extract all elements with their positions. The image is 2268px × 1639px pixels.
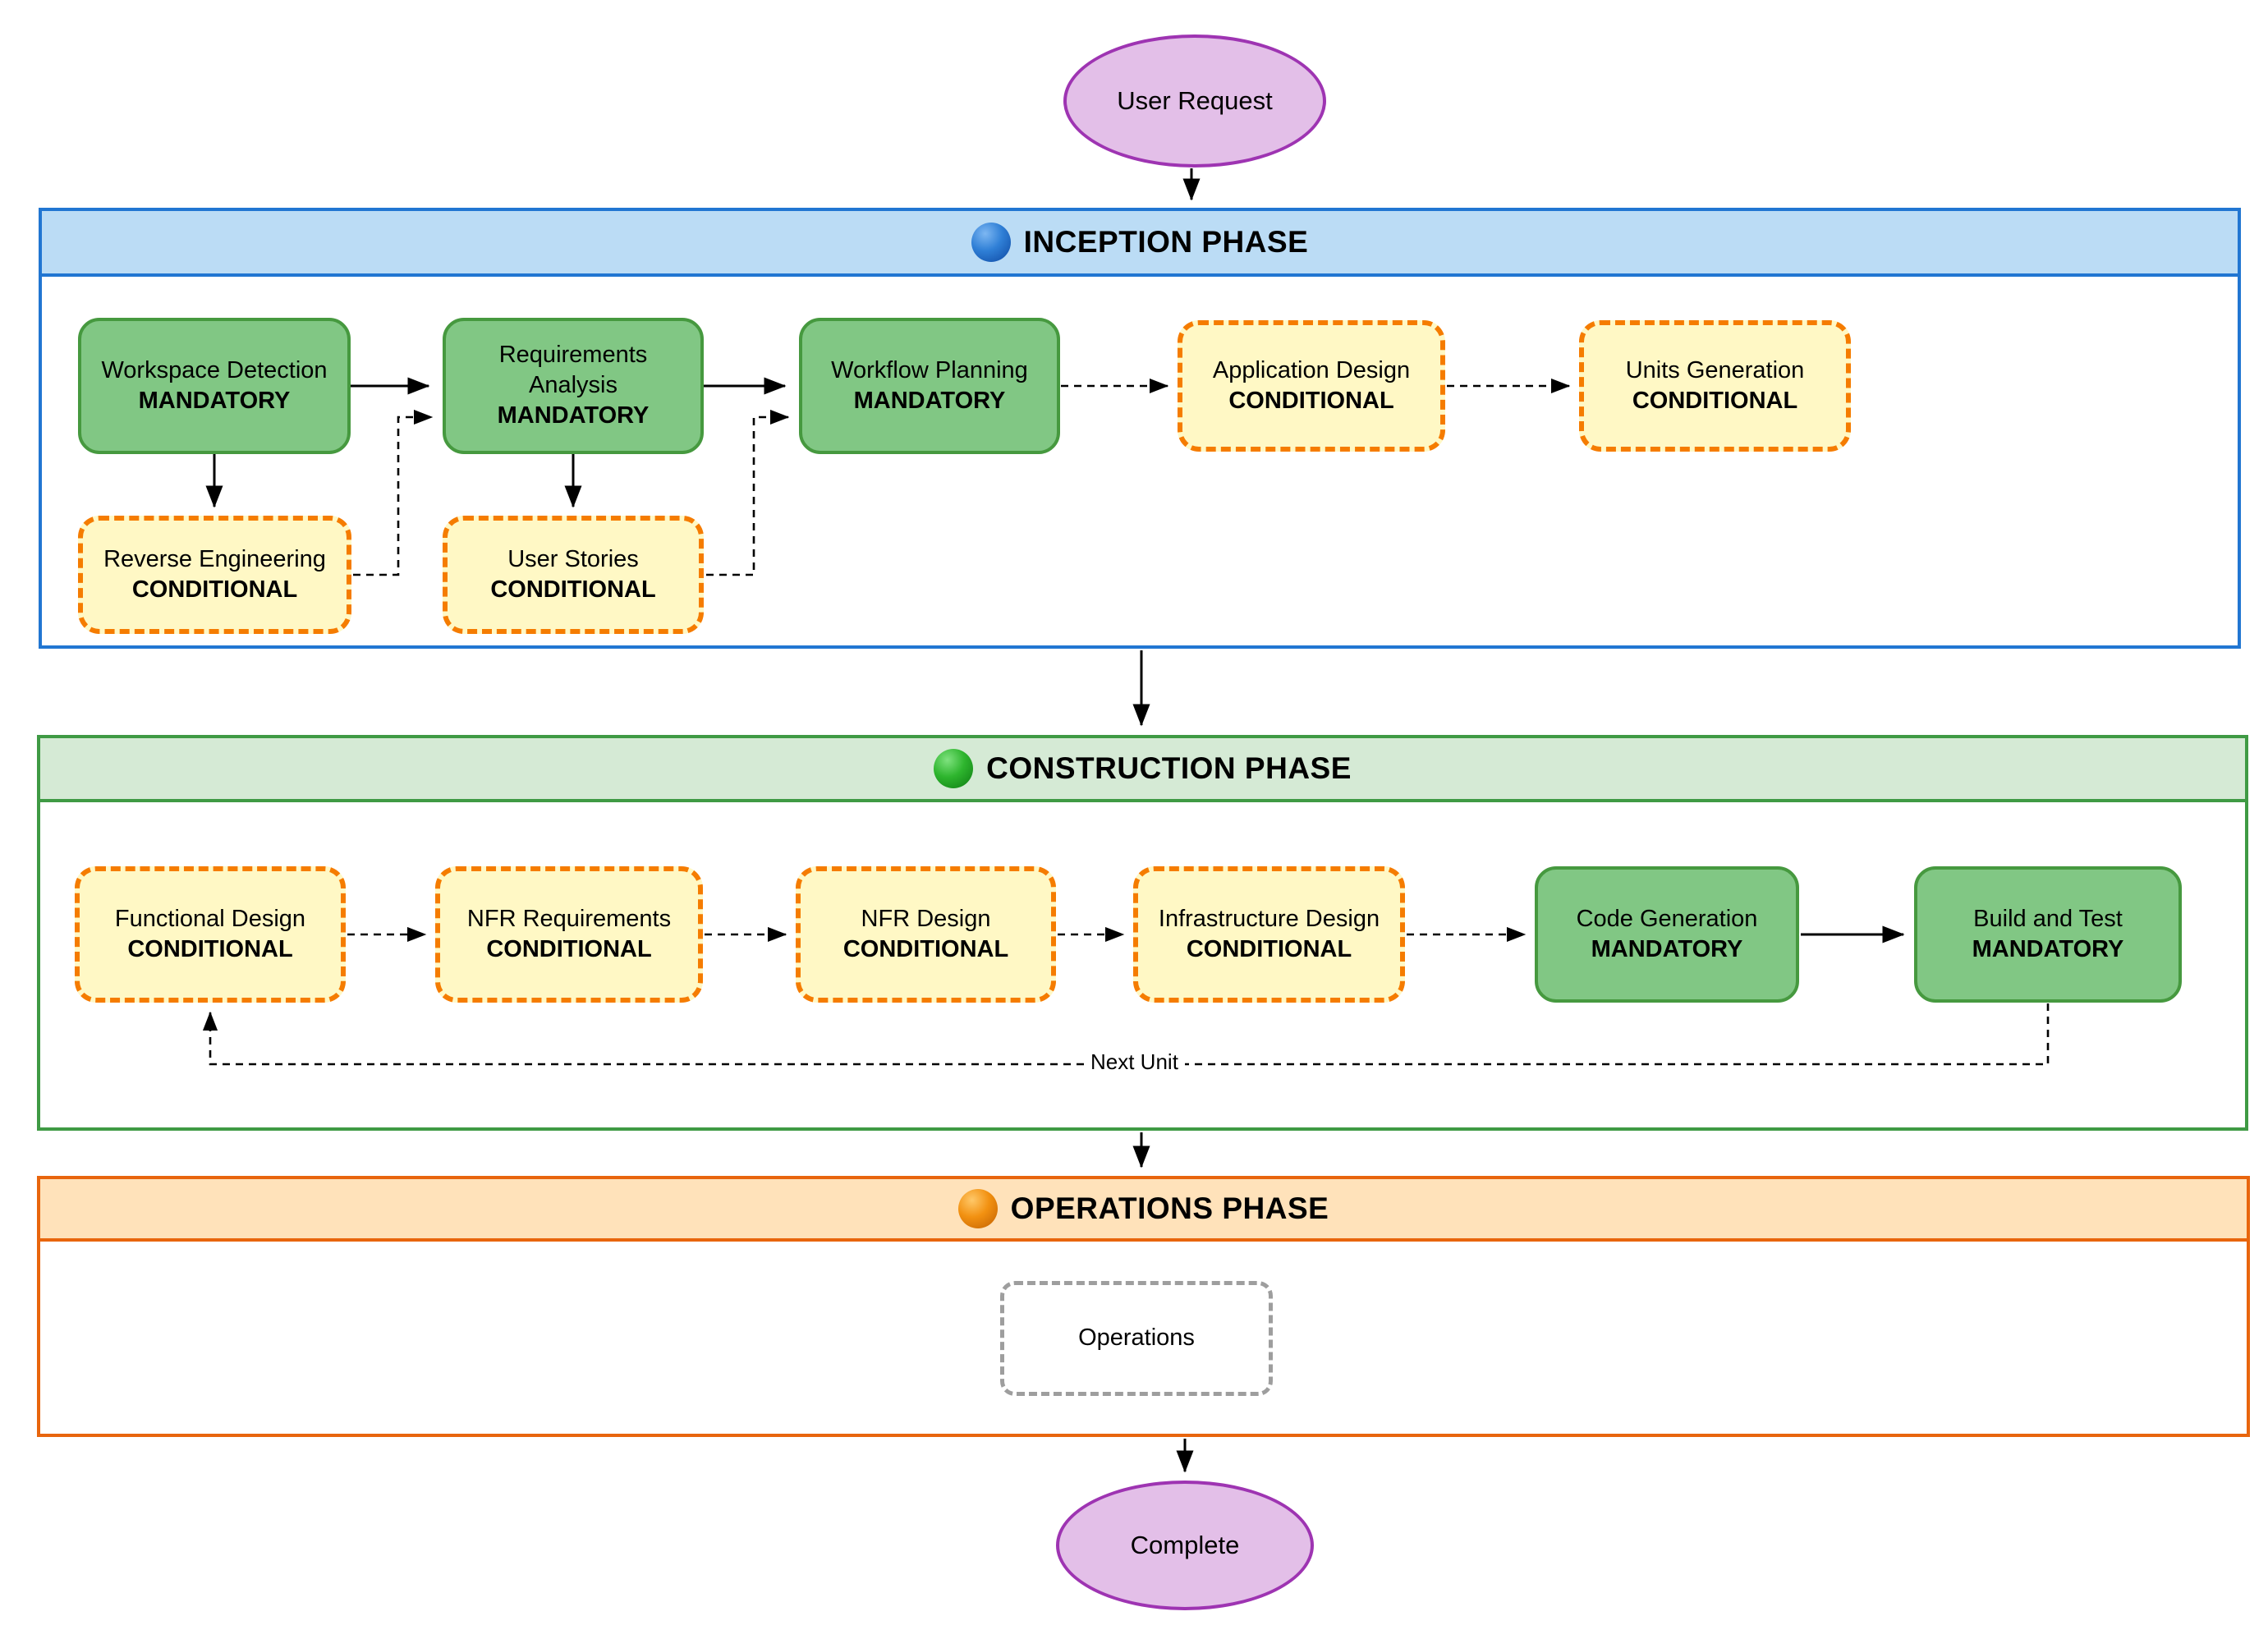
node-badge: MANDATORY [138,387,291,414]
node-badge: MANDATORY [1972,935,2124,962]
node-badge: MANDATORY [497,402,650,429]
node-label: Reverse Engineering [103,545,326,572]
node-workspace-detection[interactable]: Workspace Detection MANDATORY [78,318,351,454]
node-label: Units Generation [1625,356,1805,383]
node-infrastructure-design[interactable]: Infrastructure Design CONDITIONAL [1133,866,1405,1003]
node-label: User Stories [507,545,639,572]
operations-phase-title: OPERATIONS PHASE [1010,1191,1329,1225]
end-node[interactable]: Complete [1056,1481,1314,1610]
node-nfr-design[interactable]: NFR Design CONDITIONAL [796,866,1056,1003]
node-badge: CONDITIONAL [490,576,656,603]
node-nfr-requirements[interactable]: NFR Requirements CONDITIONAL [435,866,703,1003]
start-node-label: User Request [1117,86,1273,115]
node-label: Infrastructure Design [1158,905,1380,932]
node-label: Operations [1078,1325,1195,1352]
node-label: Requirements Analysis [498,342,648,399]
end-node-label: Complete [1130,1531,1240,1559]
node-label: Functional Design [114,905,306,932]
node-badge: CONDITIONAL [127,935,293,962]
inception-phase-title: INCEPTION PHASE [1023,225,1309,259]
node-workflow-planning[interactable]: Workflow Planning MANDATORY [799,318,1060,454]
node-user-stories[interactable]: User Stories CONDITIONAL [443,516,704,634]
start-node[interactable]: User Request [1063,34,1326,168]
node-code-generation[interactable]: Code Generation MANDATORY [1535,866,1799,1003]
node-label: Code Generation [1576,905,1758,932]
node-label: Build and Test [1973,905,2123,932]
inception-phase-header: INCEPTION PHASE [42,211,2238,277]
node-badge: CONDITIONAL [842,935,1009,962]
orange-circle-icon [957,1189,998,1228]
node-label: NFR Design [861,905,991,932]
node-badge: MANDATORY [853,387,1006,414]
node-badge: CONDITIONAL [131,576,298,603]
node-label: Application Design [1212,356,1411,383]
green-circle-icon [934,749,974,788]
node-badge: MANDATORY [1591,935,1743,962]
node-badge: CONDITIONAL [1632,387,1798,414]
blue-circle-icon [971,223,1011,262]
node-badge: CONDITIONAL [1186,935,1352,962]
node-operations[interactable]: Operations [1000,1281,1273,1396]
node-functional-design[interactable]: Functional Design CONDITIONAL [75,866,346,1003]
node-requirements-analysis[interactable]: Requirements Analysis MANDATORY [443,318,704,454]
node-reverse-engineering[interactable]: Reverse Engineering CONDITIONAL [78,516,351,634]
next-unit-edge-label: Next Unit [1084,1049,1185,1075]
node-units-generation[interactable]: Units Generation CONDITIONAL [1579,320,1851,452]
construction-phase-header: CONSTRUCTION PHASE [40,738,2245,802]
node-application-design[interactable]: Application Design CONDITIONAL [1178,320,1445,452]
node-badge: CONDITIONAL [1228,387,1394,414]
construction-phase-title: CONSTRUCTION PHASE [986,751,1352,785]
node-label: Workflow Planning [831,356,1028,383]
node-label: NFR Requirements [466,905,672,932]
operations-phase-header: OPERATIONS PHASE [40,1179,2247,1242]
inception-phase-container[interactable]: INCEPTION PHASE [39,208,2241,649]
node-badge: CONDITIONAL [486,935,652,962]
node-label: Workspace Detection [101,356,328,383]
node-build-and-test[interactable]: Build and Test MANDATORY [1914,866,2182,1003]
